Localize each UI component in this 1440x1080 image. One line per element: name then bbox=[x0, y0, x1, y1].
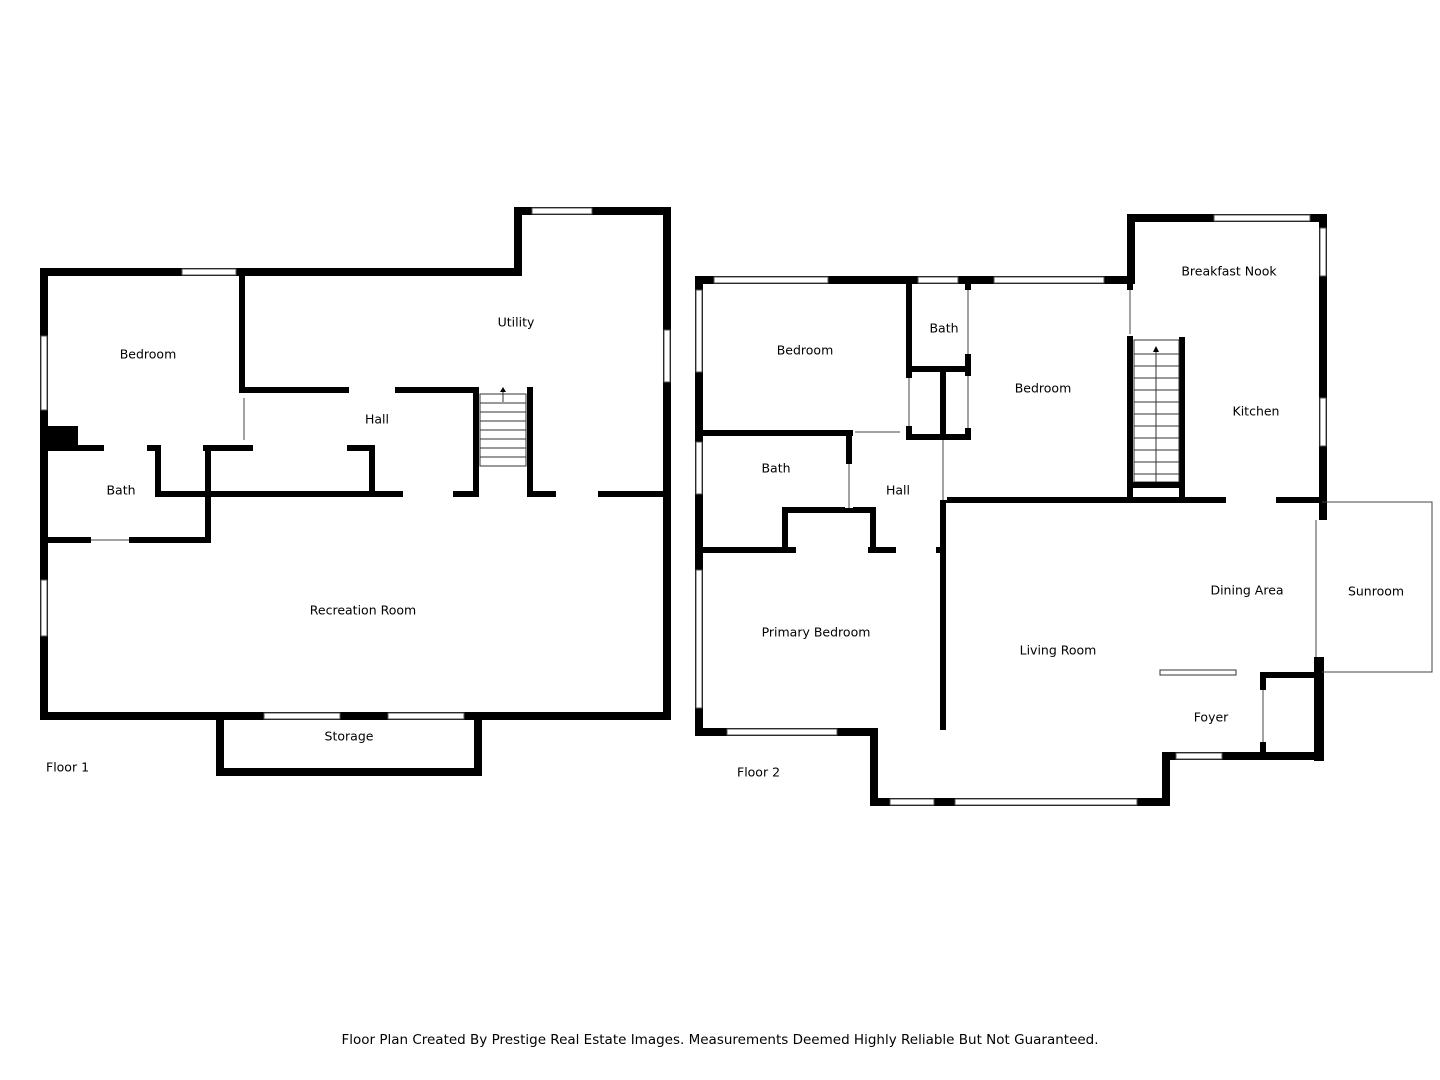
floor-1-label: Floor 1 bbox=[46, 760, 89, 775]
floor-2-kitchen-label: Kitchen bbox=[1233, 404, 1280, 419]
floor-2-label: Floor 2 bbox=[737, 765, 780, 780]
floor-1-bedroom-label: Bedroom bbox=[120, 347, 177, 362]
floor-2-foyer-label: Foyer bbox=[1194, 710, 1229, 725]
floor-2-sunroom-outline bbox=[1322, 501, 1433, 673]
floor-1-windows bbox=[40, 207, 671, 720]
floor-2-interior-walls bbox=[703, 284, 1322, 802]
floor-2-breakfast-nook-label: Breakfast Nook bbox=[1181, 264, 1277, 279]
floor-2-dining-area-label: Dining Area bbox=[1210, 583, 1283, 598]
floor-1-stairs bbox=[479, 387, 527, 467]
floor-2-living-room-label: Living Room bbox=[1020, 643, 1097, 658]
floor-2-stairs bbox=[1133, 339, 1180, 488]
floor-1-bath-label: Bath bbox=[106, 483, 135, 498]
floor-2-bath-left-label: Bath bbox=[761, 461, 790, 476]
floor-2-plan: Bedroom Bath Bedroom Breakfast Nook Kitc… bbox=[695, 214, 1433, 806]
floor-2-doors bbox=[796, 290, 1324, 798]
floor-1-doors bbox=[91, 386, 598, 544]
floor-1-plan: Bedroom Utility Hall Bath Recreation Roo… bbox=[40, 207, 671, 776]
floor-1-interior-walls bbox=[42, 276, 667, 543]
floor-1-hall-label: Hall bbox=[365, 412, 389, 427]
floor-1-recreation-room-label: Recreation Room bbox=[310, 603, 416, 618]
floor-2-bedroom-right-label: Bedroom bbox=[1015, 381, 1072, 396]
floor-2-bedroom-left-label: Bedroom bbox=[777, 343, 834, 358]
floor-1-utility-label: Utility bbox=[498, 315, 535, 330]
floor-2-hall-label: Hall bbox=[886, 483, 910, 498]
foyer-railing bbox=[1159, 669, 1237, 676]
floor-1-storage-label: Storage bbox=[325, 729, 374, 744]
floor-2-bath-top-label: Bath bbox=[929, 321, 958, 336]
floor-2-sunroom-label: Sunroom bbox=[1348, 584, 1404, 599]
floor-2-windows bbox=[695, 214, 1327, 806]
floor-2-primary-bedroom-label: Primary Bedroom bbox=[762, 625, 871, 640]
footer-disclaimer: Floor Plan Created By Prestige Real Esta… bbox=[341, 1032, 1099, 1048]
